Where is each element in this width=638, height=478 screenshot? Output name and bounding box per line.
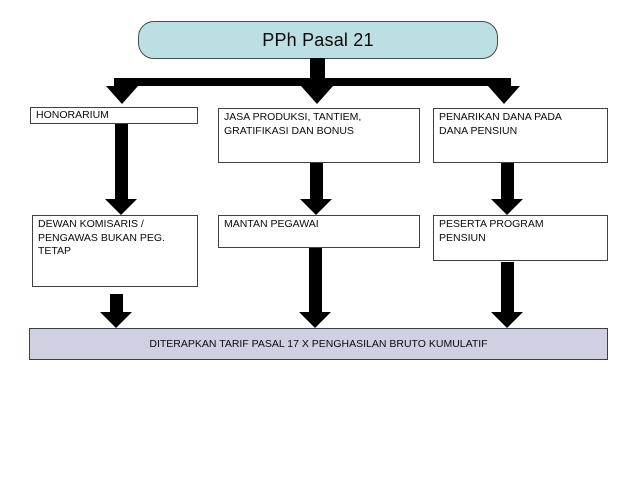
diagram-title-node: PPh Pasal 21 bbox=[138, 21, 498, 59]
diagram-title: PPh Pasal 21 bbox=[262, 29, 374, 50]
node-peserta-program-label: PESERTA PROGRAM PENSIUN bbox=[439, 218, 544, 244]
arrow-honorarium-to-dewan bbox=[105, 124, 137, 215]
node-penarikan-dana: PENARIKAN DANA PADA DANA PENSIUN bbox=[433, 108, 608, 163]
node-jasa-produksi-label: JASA PRODUKSI, TANTIEM, GRATIFIKASI DAN … bbox=[224, 111, 362, 137]
node-penarikan-dana-label: PENARIKAN DANA PADA DANA PENSIUN bbox=[439, 111, 562, 137]
arrow-title-to-row1 bbox=[106, 58, 520, 104]
arrow-penarikan-to-peserta bbox=[491, 163, 523, 215]
footer-result-label: DITERAPKAN TARIF PASAL 17 X PENGHASILAN … bbox=[149, 338, 488, 350]
node-mantan-pegawai: MANTAN PEGAWAI bbox=[218, 215, 420, 248]
arrow-jasa-to-mantan bbox=[300, 163, 332, 215]
arrow-mantan-to-footer bbox=[299, 248, 331, 328]
node-mantan-pegawai-label: MANTAN PEGAWAI bbox=[224, 218, 319, 230]
node-peserta-program: PESERTA PROGRAM PENSIUN bbox=[433, 215, 608, 261]
node-jasa-produksi: JASA PRODUKSI, TANTIEM, GRATIFIKASI DAN … bbox=[218, 108, 420, 163]
node-honorarium-label: HONORARIUM bbox=[36, 109, 109, 121]
node-honorarium: HONORARIUM bbox=[30, 107, 198, 124]
arrow-dewan-to-footer bbox=[100, 294, 132, 328]
node-dewan-komisaris: DEWAN KOMISARIS / PENGAWAS BUKAN PEG. TE… bbox=[32, 215, 198, 287]
node-dewan-komisaris-label: DEWAN KOMISARIS / PENGAWAS BUKAN PEG. TE… bbox=[38, 218, 165, 257]
arrow-peserta-to-footer bbox=[491, 262, 523, 328]
footer-result-bar: DITERAPKAN TARIF PASAL 17 X PENGHASILAN … bbox=[29, 328, 608, 360]
